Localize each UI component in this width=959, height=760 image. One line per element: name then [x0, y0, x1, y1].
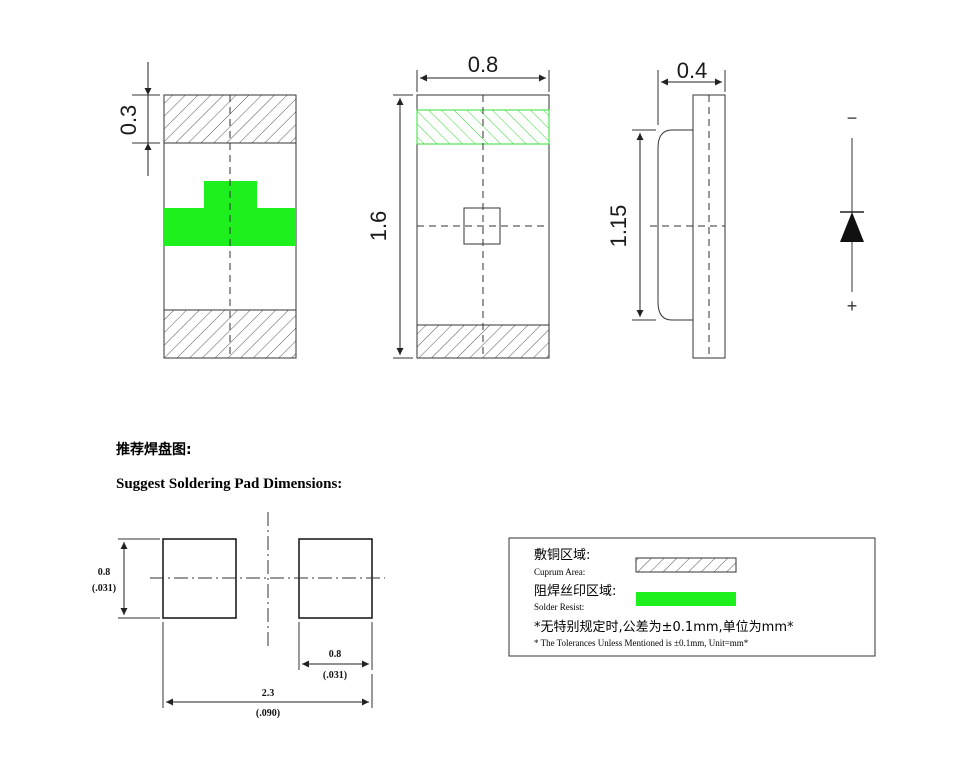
pad-width-mm: 0.8	[329, 649, 342, 660]
heading-recommended-pad-en: Suggest Soldering Pad Dimensions:	[116, 476, 343, 492]
dim-side-height: 1.15	[606, 205, 631, 248]
legend-cuprum-cn: 敷铜区域:	[534, 548, 590, 563]
pad-height-mm: 0.8	[98, 567, 111, 578]
diode-triangle	[840, 212, 864, 242]
pad-total-in: (.090)	[256, 708, 280, 719]
legend-resist-cn: 阻焊丝印区域:	[534, 583, 616, 599]
legend-cuprum-en: Cuprum Area:	[534, 567, 585, 577]
lens-area	[416, 109, 550, 145]
heading-recommended-pad-cn: 推荐焊盘图:	[116, 442, 192, 458]
pad-drawing: 0.8 (.031) 0.8 (.031) 2.3 (.090)	[92, 512, 385, 719]
legend-resist-en: Solder Resist:	[534, 602, 584, 612]
pad-width-in: (.031)	[323, 670, 347, 681]
dim-top-height: 0.3	[116, 105, 141, 136]
side-view: 0.4 1.15	[606, 58, 726, 359]
polarity-minus: −	[847, 108, 858, 128]
dim-width: 0.8	[468, 52, 499, 77]
legend-resist-swatch	[636, 592, 736, 606]
diode-symbol: − +	[840, 108, 864, 316]
dim-length: 1.6	[366, 211, 391, 242]
bottom-view: 0.3	[116, 62, 297, 359]
legend-box: 敷铜区域: Cuprum Area: 阻焊丝印区域: Solder Resist…	[508, 537, 876, 657]
legend-tolerance-cn: *无特别规定时,公差为±0.1mm,单位为mm*	[534, 620, 794, 635]
polarity-plus: +	[847, 296, 858, 316]
top-view: 0.8 1.6	[366, 52, 550, 359]
chip-square	[463, 207, 501, 245]
pad-height-in: (.031)	[92, 583, 116, 594]
dim-thickness: 0.4	[677, 58, 708, 83]
side-lens	[657, 129, 693, 321]
pad-total-mm: 2.3	[262, 688, 275, 699]
legend-tolerance-en: * The Tolerances Unless Mentioned is ±0.…	[534, 638, 749, 648]
legend-cuprum-swatch	[635, 557, 737, 573]
